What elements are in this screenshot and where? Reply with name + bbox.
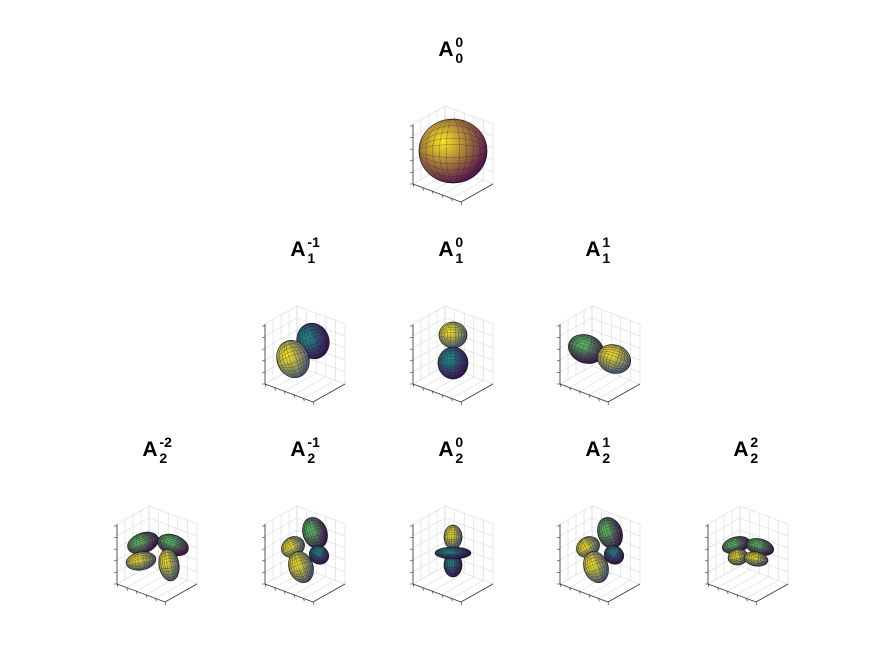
title-subscript: 1 xyxy=(307,250,316,266)
lobe-surface xyxy=(597,517,623,549)
title-subscript: 2 xyxy=(455,450,464,466)
surface-plot xyxy=(262,505,346,606)
lobe-surface xyxy=(727,548,749,566)
title-superscript: -1 xyxy=(307,234,320,250)
title-superscript: 0 xyxy=(455,234,464,250)
title-base: A xyxy=(438,438,454,461)
title-superscript: 0 xyxy=(455,34,464,50)
title-superscript: 1 xyxy=(602,234,611,250)
title-superscript: 0 xyxy=(455,434,464,450)
title-subscript: 0 xyxy=(455,50,464,66)
surface-plot xyxy=(705,505,789,606)
lobe-surface xyxy=(743,551,769,567)
lobe-surface xyxy=(281,536,305,558)
title-base: A xyxy=(733,438,749,461)
lobe-surface xyxy=(158,548,180,582)
title-subscript: 2 xyxy=(750,450,759,466)
title-superscript: -2 xyxy=(159,434,172,450)
surface-plot xyxy=(557,505,641,606)
surface-plot xyxy=(410,505,494,606)
surface-plot xyxy=(557,305,641,406)
title-superscript: 2 xyxy=(750,434,759,450)
title-superscript: -1 xyxy=(307,434,320,450)
title-base: A xyxy=(585,238,601,261)
surface-plot xyxy=(262,305,346,406)
lobe-surface xyxy=(288,551,314,583)
lobe-surface xyxy=(308,545,330,565)
lobe-surface xyxy=(603,545,625,565)
title-superscript: 1 xyxy=(602,434,611,450)
lobe-surface xyxy=(438,321,468,349)
axes-box xyxy=(114,505,198,606)
title-base: A xyxy=(142,438,158,461)
lobe-surface xyxy=(597,344,631,374)
axes-box xyxy=(705,505,789,606)
lobe-surface xyxy=(746,538,774,556)
title-subscript: 2 xyxy=(307,450,316,466)
title-subscript: 2 xyxy=(602,450,611,466)
title-base: A xyxy=(290,438,306,461)
lobe-surface xyxy=(125,551,157,571)
lobe-surface xyxy=(276,340,310,378)
title-subscript: 1 xyxy=(455,250,464,266)
lobe-surface xyxy=(443,524,463,550)
surface-plot xyxy=(114,505,198,606)
title-subscript: 1 xyxy=(602,250,611,266)
surface-plot xyxy=(410,305,494,406)
title-base: A xyxy=(438,238,454,261)
lobe-surface xyxy=(418,118,488,184)
lobe-surface xyxy=(437,346,469,380)
lobe-surface xyxy=(583,551,609,583)
lobe-surface xyxy=(434,546,472,560)
title-subscript: 2 xyxy=(159,450,168,466)
title-base: A xyxy=(438,38,454,61)
title-base: A xyxy=(290,238,306,261)
lobe-surface xyxy=(127,531,159,555)
title-base: A xyxy=(585,438,601,461)
surface-plot xyxy=(410,105,494,206)
